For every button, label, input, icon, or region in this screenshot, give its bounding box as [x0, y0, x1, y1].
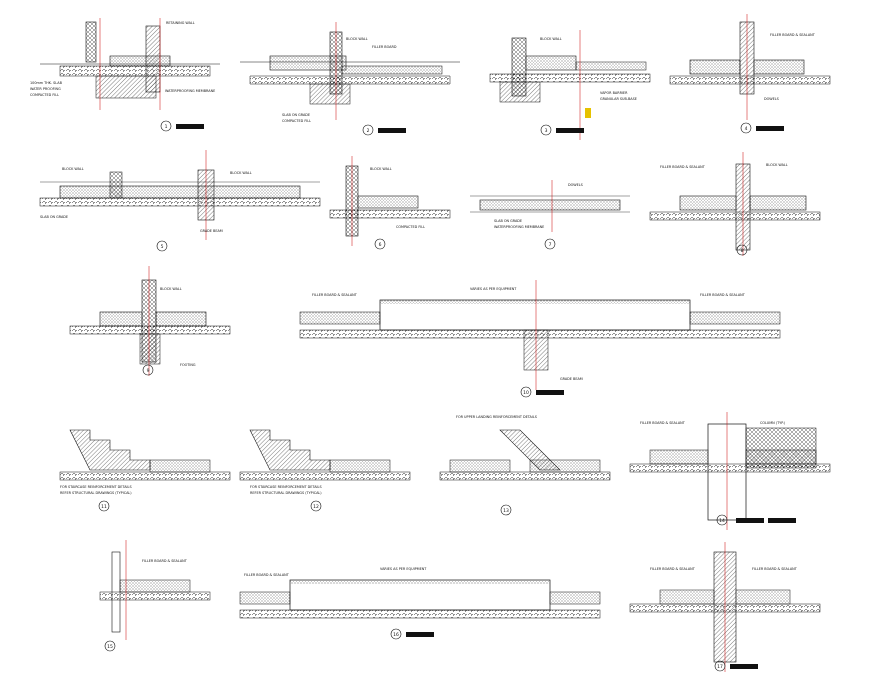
- retaining-wall-label: RETAINING WALL: [166, 21, 195, 25]
- svg-text:FILLER BOARD & SEALANT: FILLER BOARD & SEALANT: [700, 293, 746, 297]
- svg-text:10: 10: [523, 390, 529, 396]
- svg-text:FOOTING: FOOTING: [180, 363, 196, 367]
- svg-text:9: 9: [147, 368, 150, 374]
- svg-text:SLAB ON GRADE: SLAB ON GRADE: [40, 215, 68, 219]
- svg-text:BLOCK WALL: BLOCK WALL: [766, 163, 788, 167]
- detail-11: FOR STAIRCASE REINFORCEMENT DETAILS REFE…: [59, 429, 231, 512]
- detail-8: BLOCK WALL FILLER BOARD & SEALANT 8: [649, 152, 821, 256]
- detail-15: FILLER BOARD & SEALANT 15: [99, 540, 211, 652]
- svg-text:DOWELS: DOWELS: [568, 183, 583, 187]
- detail-5: BLOCK WALL BLOCK WALL SLAB ON GRADE GRAD…: [39, 150, 321, 252]
- svg-text:FILLER BOARD & SEALANT: FILLER BOARD & SEALANT: [312, 293, 358, 297]
- detail-1: RETAINING WALL 100mm THK. SLAB WATER PRO…: [30, 18, 220, 132]
- detail-4: FILLER BOARD & SEALANT DOWELS 4: [669, 14, 831, 134]
- detail-10: VARIES AS PER EQUIPMENT FILLER BOARD & S…: [299, 280, 781, 398]
- svg-text:VARIES AS PER EQUIPMENT: VARIES AS PER EQUIPMENT: [380, 567, 427, 571]
- svg-text:FOR STAIRCASE REINFORCEMENT DE: FOR STAIRCASE REINFORCEMENT DETAILS: [60, 485, 132, 489]
- svg-text:3: 3: [545, 128, 548, 134]
- svg-text:FILLER BOARD & SEALANT: FILLER BOARD & SEALANT: [660, 165, 706, 169]
- svg-text:7: 7: [549, 242, 552, 248]
- svg-text:FILLER BOARD & SEALANT: FILLER BOARD & SEALANT: [640, 421, 686, 425]
- svg-text:VARIES AS PER EQUIPMENT: VARIES AS PER EQUIPMENT: [470, 287, 517, 291]
- svg-text:SLAB ON GRADE: SLAB ON GRADE: [282, 113, 310, 117]
- svg-text:11: 11: [101, 504, 107, 510]
- svg-text:REFER STRUCTURAL DRAWINGS (TYP: REFER STRUCTURAL DRAWINGS (TYPICAL): [250, 491, 322, 495]
- svg-text:FOR STAIRCASE REINFORCEMENT DE: FOR STAIRCASE REINFORCEMENT DETAILS: [250, 485, 322, 489]
- detail-7: DOWELS SLAB ON GRADE WATERPROOFING MEMBR…: [470, 180, 630, 250]
- svg-text:FOR UPPER LANDING REINFORCEMEN: FOR UPPER LANDING REINFORCEMENT DETAILS: [456, 415, 537, 419]
- svg-text:6: 6: [379, 242, 382, 248]
- detail-6: BLOCK WALL COMPACTED FILL 6: [329, 156, 451, 250]
- svg-text:FILLER BOARD & SEALANT: FILLER BOARD & SEALANT: [142, 559, 188, 563]
- svg-text:15: 15: [107, 644, 113, 650]
- detail-12: FOR STAIRCASE REINFORCEMENT DETAILS REFE…: [239, 429, 411, 512]
- svg-text:COMPACTED FILL: COMPACTED FILL: [396, 225, 425, 229]
- svg-text:16: 16: [393, 632, 399, 638]
- svg-text:GRADE BEAM: GRADE BEAM: [200, 229, 223, 233]
- detail-number: 1: [165, 124, 168, 130]
- detail-14: COLUMN (TYP.) FILLER BOARD & SEALANT 14: [629, 412, 831, 530]
- svg-text:FILLER BOARD & SEALANT: FILLER BOARD & SEALANT: [770, 33, 816, 37]
- svg-text:FILLER BOARD & SEALANT: FILLER BOARD & SEALANT: [752, 567, 798, 571]
- svg-text:8: 8: [741, 248, 744, 254]
- svg-text:13: 13: [503, 508, 509, 514]
- svg-text:BLOCK WALL: BLOCK WALL: [230, 171, 252, 175]
- svg-text:WATERPROOFING MEMBRANE: WATERPROOFING MEMBRANE: [494, 225, 544, 229]
- svg-text:BLOCK WALL: BLOCK WALL: [346, 37, 368, 41]
- svg-text:17: 17: [717, 664, 723, 670]
- svg-text:14: 14: [719, 518, 725, 524]
- svg-text:WATERPROOFING MEMBRANE: WATERPROOFING MEMBRANE: [165, 89, 215, 93]
- detail-17: FILLER BOARD & SEALANT FILLER BOARD & SE…: [629, 542, 821, 672]
- svg-text:GRANULAR SUB-BASE: GRANULAR SUB-BASE: [600, 97, 637, 101]
- svg-text:12: 12: [313, 504, 319, 510]
- svg-text:FILLER BOARD & SEALANT: FILLER BOARD & SEALANT: [650, 567, 696, 571]
- svg-text:4: 4: [745, 126, 748, 132]
- svg-text:BLOCK WALL: BLOCK WALL: [370, 167, 392, 171]
- svg-text:BLOCK WALL: BLOCK WALL: [160, 287, 182, 291]
- svg-text:BLOCK WALL: BLOCK WALL: [540, 37, 562, 41]
- svg-text:5: 5: [161, 244, 164, 250]
- detail-2: BLOCK WALL FILLER BOARD SLAB ON GRADE CO…: [240, 22, 460, 136]
- detail-16: VARIES AS PER EQUIPMENT FILLER BOARD & S…: [239, 567, 601, 640]
- svg-text:BLOCK WALL: BLOCK WALL: [62, 167, 84, 171]
- svg-text:VAPOR BARRIER: VAPOR BARRIER: [600, 91, 628, 95]
- svg-text:2: 2: [367, 128, 370, 134]
- svg-text:WATER PROOFING: WATER PROOFING: [30, 87, 61, 91]
- svg-text:COLUMN (TYP.): COLUMN (TYP.): [760, 421, 786, 425]
- detail-9: BLOCK WALL FOOTING 9: [69, 266, 231, 376]
- svg-text:GRADE BEAM: GRADE BEAM: [560, 377, 583, 381]
- detail-3: BLOCK WALL VAPOR BARRIER GRANULAR SUB-BA…: [489, 30, 651, 140]
- svg-text:REFER STRUCTURAL DRAWINGS (TYP: REFER STRUCTURAL DRAWINGS (TYPICAL): [60, 491, 132, 495]
- svg-text:SLAB ON GRADE: SLAB ON GRADE: [494, 219, 522, 223]
- svg-text:100mm THK. SLAB: 100mm THK. SLAB: [30, 81, 63, 85]
- svg-text:DOWELS: DOWELS: [764, 97, 779, 101]
- detail-13: FOR UPPER LANDING REINFORCEMENT DETAILS …: [439, 415, 611, 516]
- svg-text:FILLER BOARD: FILLER BOARD: [372, 45, 397, 49]
- svg-text:COMPACTED FILL: COMPACTED FILL: [30, 93, 59, 97]
- svg-text:FILLER BOARD & SEALANT: FILLER BOARD & SEALANT: [244, 573, 290, 577]
- svg-text:COMPACTED FILL: COMPACTED FILL: [282, 119, 311, 123]
